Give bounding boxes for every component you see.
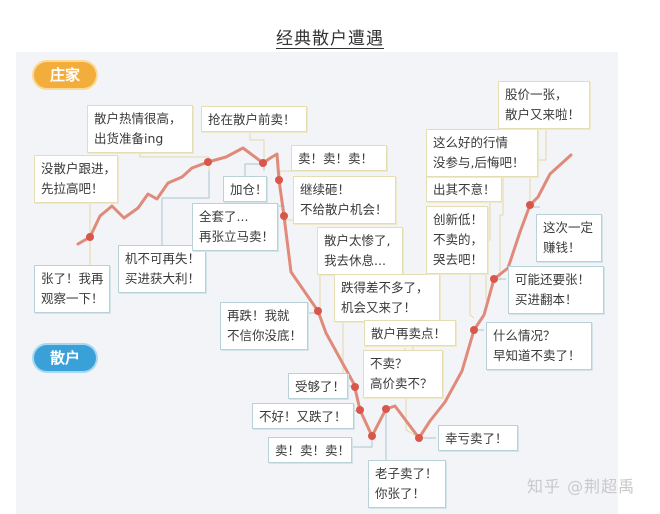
dealer-callout-5: 继续砸！ 不给散户机会！ — [293, 176, 396, 224]
retail-callout-13: 这次一定 赚钱！ — [536, 214, 602, 262]
dealer-badge: 庄家 — [34, 62, 96, 88]
retail-callout-9: 老子卖了！ 你张了！ — [368, 460, 446, 508]
dealer-callout-11: 出其不意！ — [426, 176, 502, 202]
retail-callout-7: 不好！又跌了！ — [252, 403, 354, 429]
dealer-callout-6: 散户太惨了, 我去休息... — [317, 227, 403, 275]
dealer-callout-12: 这么好的行情 没参与,后悔吧！ — [426, 129, 538, 177]
retail-callout-5: 再跌！我就 不信你没底！ — [220, 302, 308, 350]
retail-callout-2: 机不可再失！ 买进获大利！ — [118, 245, 206, 293]
dealer-callout-13: 股价一张， 散户又来啦！ — [498, 81, 590, 129]
dealer-callout-9: 不卖？ 高价卖不？ — [363, 350, 443, 398]
dealer-callout-3: 抢在散户前卖！ — [201, 106, 307, 132]
retail-callout-8: 卖！卖！卖！ — [268, 437, 352, 463]
event-dots — [86, 158, 534, 442]
retail-callout-1: 张了！我再 观察一下！ — [34, 265, 110, 313]
retail-callout-6: 受够了！ — [288, 373, 348, 399]
dealer-callout-4: 卖！卖！卖！ — [291, 145, 387, 171]
watermark: 知乎 @荆超禹 — [527, 477, 636, 496]
dealer-callout-7: 跌得差不多了， 机会又来了！ — [334, 274, 440, 322]
retail-callout-3: 加仓！ — [223, 176, 268, 202]
retail-callout-4: 全套了... 再张立马卖！ — [192, 203, 278, 251]
retail-badge: 散户 — [34, 345, 96, 371]
retail-callout-11: 什么情况？ 早知道不卖了！ — [486, 322, 592, 370]
retail-callout-12: 可能还要张！ 买进翻本！ — [508, 266, 604, 314]
dealer-callout-10: 创新低！ 不卖的， 哭去吧！ — [426, 206, 488, 274]
title-text: 经典散户遭遇 — [276, 29, 384, 49]
dealer-callout-1: 没散户跟进， 先拉高吧！ — [34, 155, 118, 203]
retail-callout-10: 幸亏卖了！ — [438, 425, 518, 451]
page-title: 经典散户遭遇 — [0, 24, 660, 49]
price-line — [76, 146, 573, 440]
dealer-callout-2: 散户热情很高， 出货准备ing — [87, 105, 193, 153]
dealer-callout-8: 散户再卖点！ — [364, 320, 456, 346]
